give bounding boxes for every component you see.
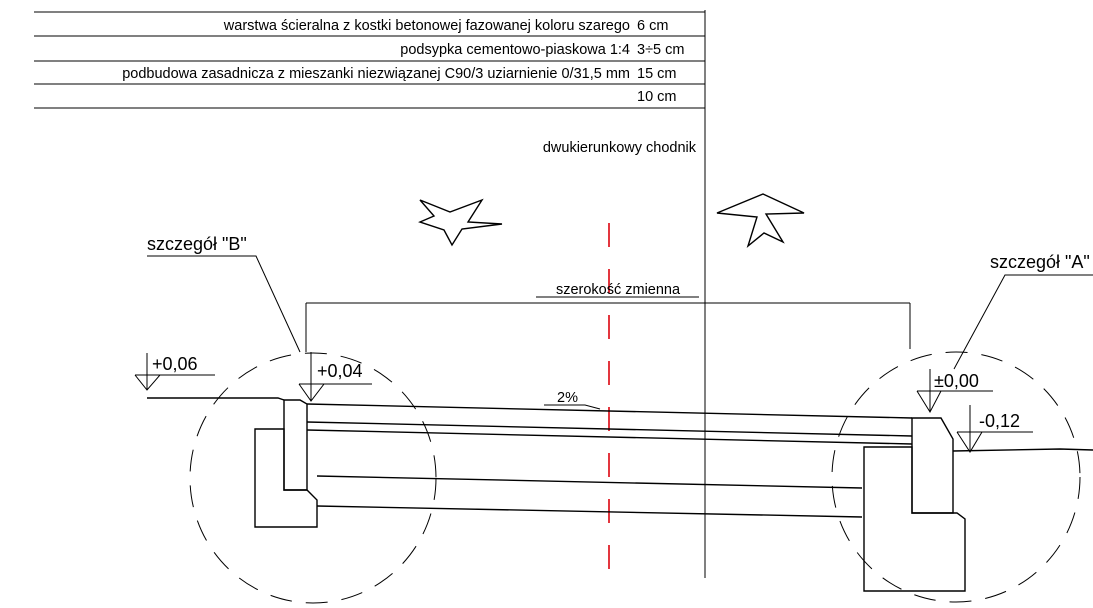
slope-arrow (544, 404, 601, 410)
layer-1-thickness: 6 cm (637, 18, 668, 34)
detail-label-left: szczegół "B" (147, 234, 247, 254)
elevation-right-ground: -0,12 (979, 411, 1020, 431)
detail-leader-left (147, 255, 301, 353)
elevation-marker-left-ground (134, 353, 215, 391)
elevation-marker-left-curb (298, 352, 372, 402)
detail-label-right: szczegół "A" (990, 252, 1090, 272)
curb-right (911, 417, 954, 514)
elevation-marker-right-curb (916, 369, 993, 414)
layer-2-description: podsypka cementowo-piaskowa 1:4 (400, 42, 630, 58)
layer-1-description: warstwa ścieralna z kostki betonowej faz… (223, 18, 630, 34)
elevation-left-curb: +0,04 (317, 361, 363, 381)
elevation-left-ground: +0,06 (152, 354, 198, 374)
width-dimension (305, 296, 911, 352)
detail-circle-a (831, 351, 1081, 603)
slope-label: 2% (557, 390, 578, 406)
elevation-right-curb: ±0,00 (934, 371, 979, 391)
layer-3-description: podbudowa zasadnicza z mieszanki niezwią… (122, 66, 630, 82)
curb-foundation-left (254, 428, 318, 528)
detail-leader-right (953, 274, 1093, 370)
layer-4-thickness: 10 cm (637, 89, 677, 105)
elevation-marker-right-ground (956, 405, 1033, 453)
layer-table: warstwa ścieralna z kostki betonowej faz… (34, 11, 705, 109)
curb-foundation-right (863, 446, 966, 592)
layer-2-thickness: 3÷5 cm (637, 42, 684, 58)
pavement-structure (147, 397, 1093, 592)
width-label: szerokość zmienna (556, 282, 681, 298)
direction-arrow-down-icon (418, 198, 503, 247)
direction-arrow-up-icon (716, 193, 805, 249)
layer-3-thickness: 15 cm (637, 66, 677, 82)
sidewalk-label: dwukierunkowy chodnik (543, 140, 697, 156)
curb-left (283, 399, 308, 491)
